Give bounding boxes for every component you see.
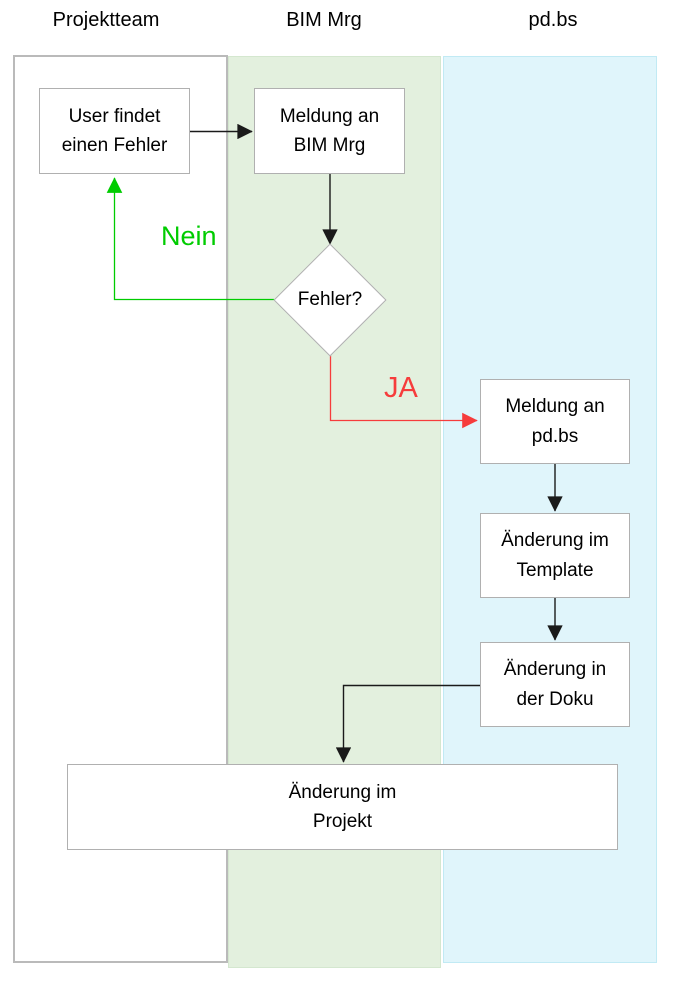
edge-label-ja: JA: [384, 372, 418, 404]
node-fehler-decision: Fehler?: [297, 289, 363, 310]
node-meldung-pdbs: Meldung an pd.bs: [480, 379, 630, 464]
edge-label-nein: Nein: [161, 221, 217, 251]
node-user-findet-fehler: User findet einen Fehler: [39, 88, 190, 174]
node-meldung-bim-mrg: Meldung an BIM Mrg: [254, 88, 405, 174]
node-aenderung-projekt: Änderung im Projekt: [67, 764, 618, 850]
lane-header-projektteam: Projektteam: [52, 9, 160, 31]
lane-header-pdbs: pd.bs: [528, 9, 578, 31]
lane-header-bim-mrg: BIM Mrg: [286, 9, 362, 31]
node-aenderung-template: Änderung im Template: [480, 513, 630, 598]
node-aenderung-doku: Änderung in der Doku: [480, 642, 630, 727]
